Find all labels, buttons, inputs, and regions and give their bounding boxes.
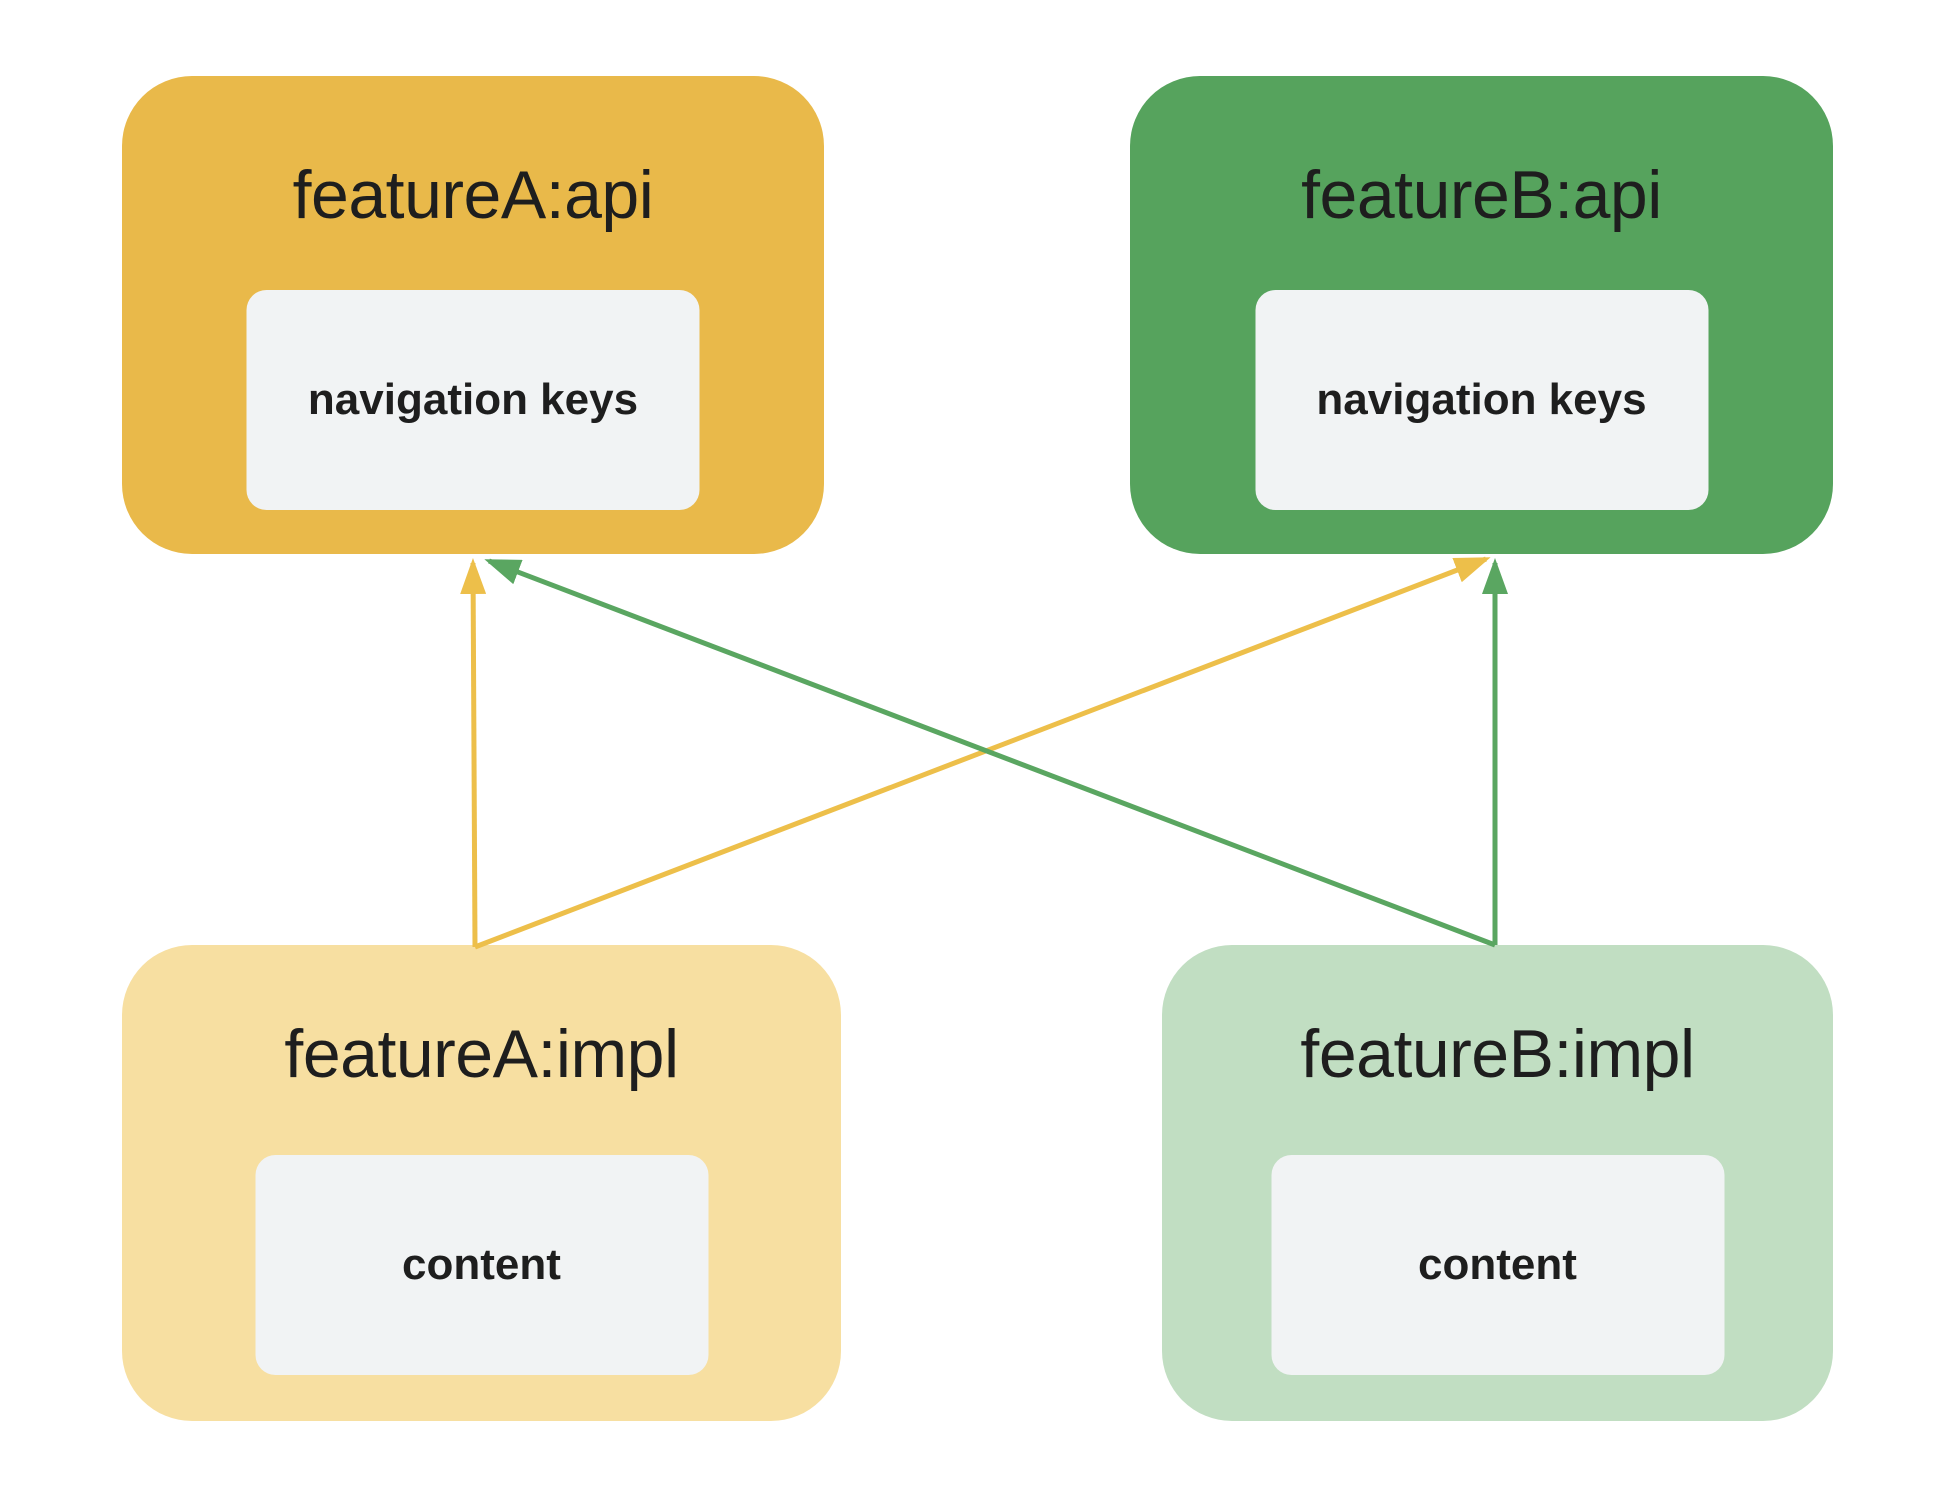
edge-featureB-impl-to-featureA-api	[484, 558, 1496, 948]
node-featureA-impl-title: featureA:impl	[284, 1016, 679, 1092]
node-featureB-api-title: featureB:api	[1301, 157, 1662, 233]
node-featureA-impl-inner-box: content	[255, 1155, 708, 1375]
node-featureB-api-inner-box: navigation keys	[1255, 290, 1708, 510]
node-featureB-api: featureB:api navigation keys	[1130, 76, 1833, 554]
edge-featureA-impl-to-featureA-api	[460, 558, 487, 948]
node-featureA-api-inner-label: navigation keys	[307, 375, 639, 424]
node-featureB-impl-title: featureB:impl	[1300, 1016, 1695, 1092]
edge-featureA-impl-to-featureB-api	[474, 556, 1491, 950]
node-featureB-impl-inner-box: content	[1271, 1155, 1724, 1375]
node-featureA-api-inner-box: navigation keys	[246, 290, 700, 510]
node-featureA-api: featureA:api navigation keys	[122, 76, 824, 554]
node-featureA-api-title: featureA:api	[292, 157, 654, 233]
node-featureB-api-inner-label: navigation keys	[1316, 375, 1647, 424]
node-featureA-impl-inner-label: content	[402, 1240, 561, 1289]
node-featureB-impl-inner-label: content	[1418, 1240, 1577, 1289]
node-featureB-impl: featureB:impl content	[1162, 945, 1833, 1421]
node-featureA-impl: featureA:impl content	[122, 945, 841, 1421]
